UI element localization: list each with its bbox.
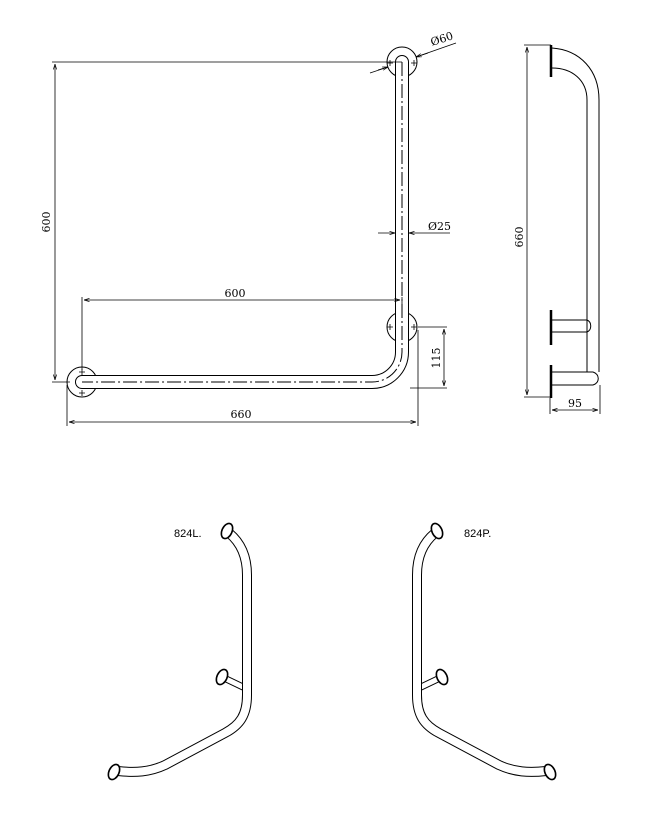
model-label-824P: 824P. — [464, 528, 491, 540]
dimension-tube-diameter: Ø25 — [378, 220, 451, 233]
side-view: 660 95 — [513, 44, 601, 414]
dimension-side-height-660: 660 — [513, 44, 551, 398]
perspective-view-824L — [107, 522, 252, 781]
dim-label-tube-diameter: Ø25 — [428, 220, 451, 233]
dimension-axis-600: 600 — [81, 287, 403, 370]
dimension-total-660: 660 — [66, 330, 419, 426]
dimension-height-600: 600 — [40, 61, 402, 383]
dim-label-rosette-diameter: Ø60 — [429, 29, 455, 48]
model-label-824L: 824L. — [174, 528, 202, 540]
dim-label-offset: 115 — [430, 348, 443, 369]
dimension-side-depth-95: 95 — [549, 385, 601, 414]
dim-label-axis-width: 600 — [225, 287, 246, 300]
dim-label-total-width: 660 — [231, 408, 252, 421]
dimension-offset-115: 115 — [410, 326, 447, 389]
perspective-view-824P — [412, 522, 557, 781]
dim-label-side-height: 660 — [513, 227, 526, 248]
front-view: 600 600 660 115 Ø60 Ø25 — [40, 29, 457, 426]
grab-bar-tube — [75, 55, 409, 389]
dim-label-height: 600 — [40, 212, 53, 233]
dim-label-side-depth: 95 — [568, 397, 582, 410]
